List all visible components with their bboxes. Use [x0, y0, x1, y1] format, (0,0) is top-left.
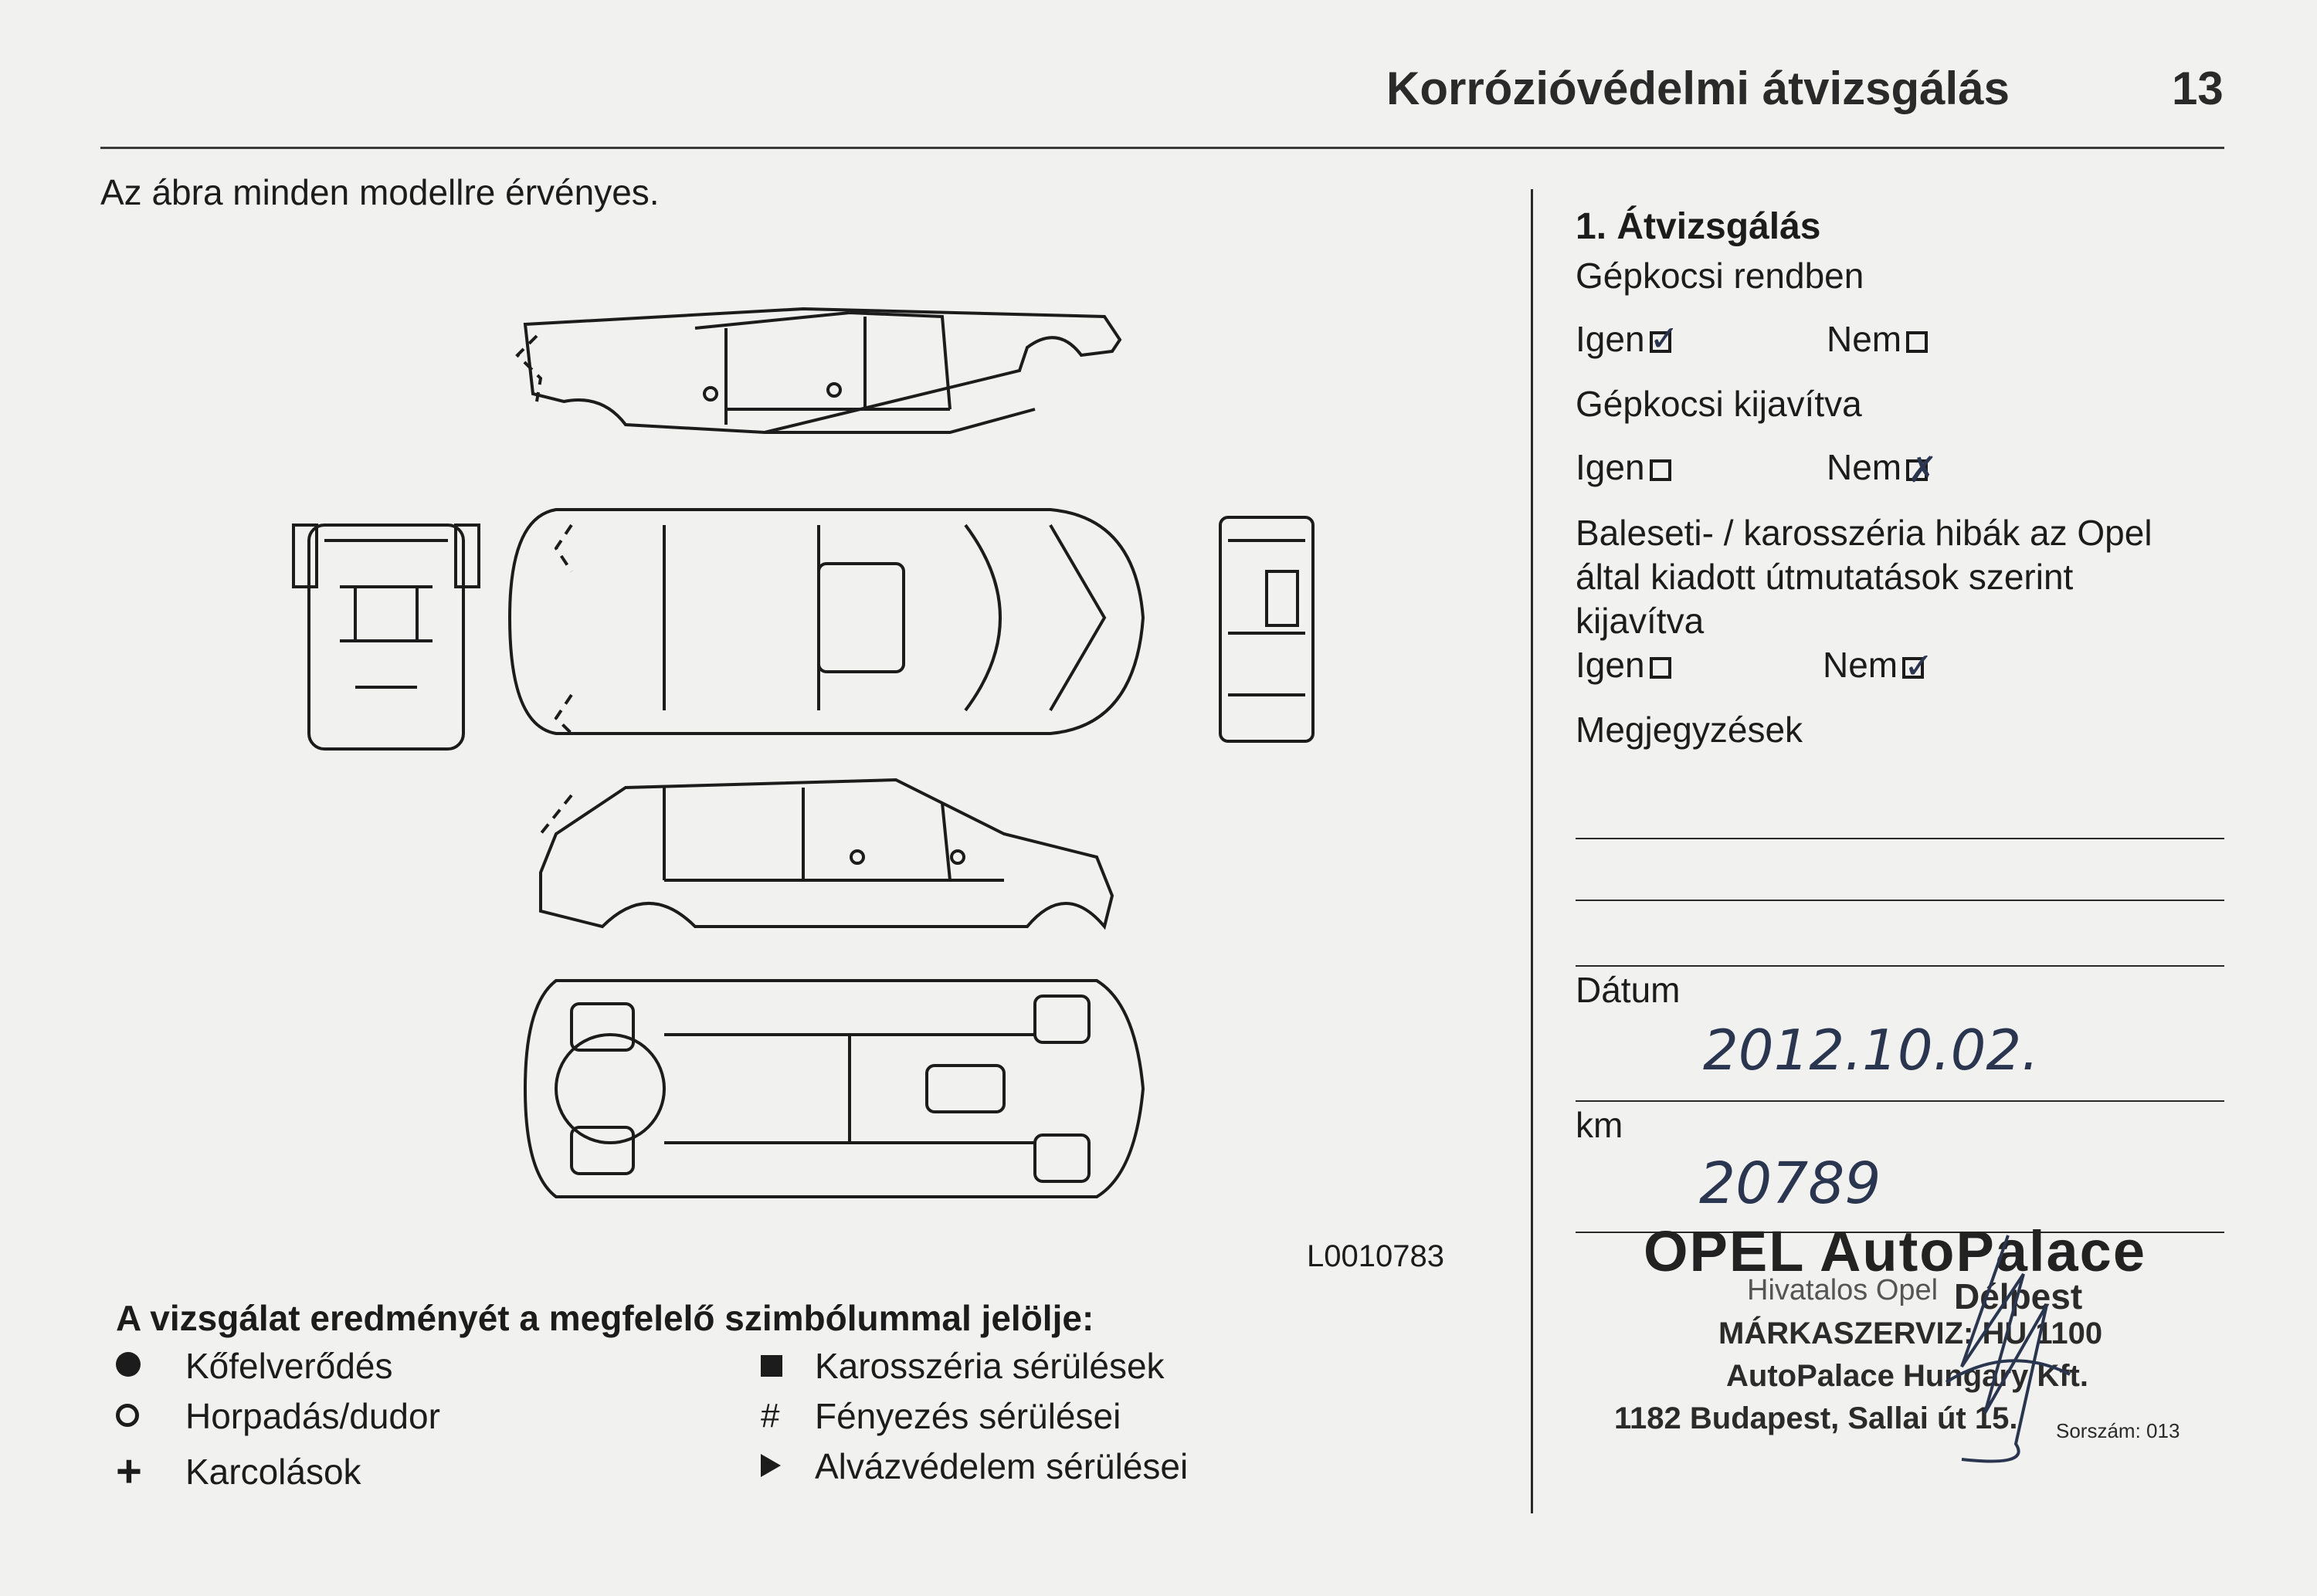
hash-icon: #: [761, 1397, 780, 1435]
q1-no-option[interactable]: Nem: [1827, 318, 1929, 360]
checkbox-empty-icon[interactable]: [1649, 657, 1671, 679]
dealer-stamp-address: 1182 Budapest, Sallai út 15.: [1614, 1401, 2018, 1435]
q3-no-option[interactable]: Nem✓: [1823, 645, 1934, 686]
legend-item-stone-chip: Kőfelverődés: [116, 1345, 393, 1387]
car-side-view-bottom: [539, 778, 1114, 930]
car-front-view: [292, 524, 480, 751]
km-value[interactable]: 20789: [1699, 1150, 1881, 1217]
plus-icon: +: [116, 1446, 142, 1496]
question-car-repaired: Gépkocsi kijavítva: [1576, 384, 1862, 424]
checkbox-checked-icon[interactable]: ✓: [1649, 317, 1680, 359]
car-side-view-top: [515, 307, 1122, 435]
legend-item-paint-damage: # Fényezés sérülései: [761, 1396, 1121, 1436]
header-rule: [100, 147, 2224, 149]
legend-item-body-damage: Karosszéria sérülések: [761, 1345, 1165, 1387]
page-title: Korrózióvédelmi átvizsgálás: [1386, 63, 2010, 114]
triangle-icon: [761, 1454, 781, 1477]
legend-item-dent: Horpadás/dudor: [116, 1395, 440, 1437]
column-divider: [1531, 189, 1533, 1513]
question-accident-line3: kijavítva: [1576, 601, 1705, 641]
question-accident-line1: Baleseti- / karosszéria hibák az Opel: [1576, 513, 2152, 553]
handwritten-signature: [1945, 1235, 2071, 1463]
q2-no-option[interactable]: Nem✗: [1827, 447, 1938, 490]
q1-yes-option[interactable]: Igen✓: [1576, 317, 1680, 359]
open-circle-icon: [116, 1404, 139, 1427]
question-car-ok: Gépkocsi rendben: [1576, 256, 1864, 296]
date-line: [1576, 1100, 2224, 1102]
filled-circle-icon: [116, 1352, 141, 1377]
checkbox-checked-icon[interactable]: ✗: [1906, 449, 1938, 490]
legend-item-underbody-damage: Alvázvédelem sérülései: [761, 1445, 1188, 1487]
page-number: 13: [2172, 63, 2224, 114]
checkbox-checked-icon[interactable]: ✓: [1902, 645, 1934, 686]
filled-square-icon: [761, 1355, 782, 1377]
notes-line-2[interactable]: [1576, 900, 2224, 901]
figure-reference: L0010783: [1307, 1239, 1444, 1273]
car-underbody-view: [523, 979, 1145, 1198]
dealer-stamp-brand: OPEL AutoPalace: [1644, 1219, 2146, 1283]
checkbox-empty-icon[interactable]: [1649, 459, 1671, 481]
legend-title: A vizsgálat eredményét a megfelelő szimb…: [116, 1298, 1094, 1338]
inspection-title: 1. Átvizsgálás: [1576, 206, 1821, 247]
q2-yes-option[interactable]: Igen: [1576, 446, 1671, 488]
intro-text: Az ábra minden modellre érvényes.: [100, 172, 660, 212]
car-damage-diagram: [292, 307, 1315, 1198]
checkbox-empty-icon[interactable]: [1906, 331, 1929, 353]
km-label: km: [1576, 1105, 1623, 1145]
dealer-stamp-official: Hivatalos Opel: [1747, 1274, 1939, 1306]
notes-label: Megjegyzések: [1576, 710, 1803, 750]
km-line: [1576, 1232, 2224, 1233]
date-value[interactable]: 2012.10.02.: [1703, 1018, 2040, 1083]
notes-line-3[interactable]: [1576, 965, 2224, 967]
date-label: Dátum: [1576, 970, 1681, 1010]
q3-yes-option[interactable]: Igen: [1576, 644, 1671, 686]
dealer-stamp-serial: Sorszám: 013: [2056, 1419, 2180, 1442]
car-top-view: [507, 508, 1145, 735]
notes-line-1[interactable]: [1576, 838, 2224, 839]
car-rear-view: [1219, 516, 1315, 743]
question-accident-line2: által kiadott útmutatások szerint: [1576, 557, 2074, 597]
legend-item-scratch: + Karcolások: [116, 1446, 361, 1496]
